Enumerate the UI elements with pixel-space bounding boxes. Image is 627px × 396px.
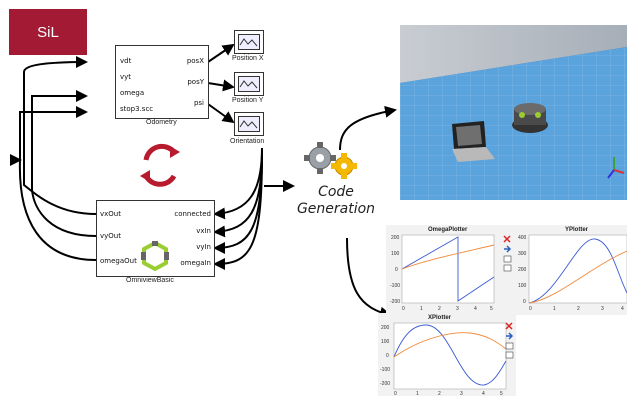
reset-icon bbox=[503, 264, 512, 272]
ytick: 100 bbox=[381, 339, 390, 345]
omni-output-vx: vxOut bbox=[100, 210, 121, 218]
odometry-block[interactable]: vdt vyt omega stop3.scc posX posY psi bbox=[115, 45, 209, 119]
ytick: 100 bbox=[518, 283, 527, 289]
scope-waveform-icon bbox=[239, 120, 258, 129]
odometry-input-stop: stop3.scc bbox=[120, 105, 154, 113]
scope-position-x[interactable] bbox=[234, 30, 264, 54]
ytick: 200 bbox=[518, 267, 527, 273]
series-orange bbox=[393, 332, 507, 358]
arrow-icon bbox=[504, 245, 512, 253]
scope-waveform-icon bbox=[239, 80, 258, 89]
xtick: 3 bbox=[456, 306, 459, 312]
y-plot: 400 300 200 100 0 0 1 2 3 4 bbox=[518, 234, 627, 312]
xtick: 1 bbox=[420, 306, 423, 312]
xtick: 1 bbox=[553, 306, 556, 312]
omni-block[interactable]: vxOut vyOut omegaOut connected vxIn vyIn… bbox=[96, 200, 215, 277]
omni-input-vx: vxIn bbox=[196, 227, 211, 235]
odometry-output-psi: psi bbox=[193, 99, 204, 107]
close-icon bbox=[503, 235, 511, 243]
scope-orientation[interactable] bbox=[234, 112, 264, 136]
plot-toolbar[interactable] bbox=[503, 235, 513, 275]
plot-title-x: XPlotter bbox=[428, 315, 452, 321]
laptop-model bbox=[452, 121, 495, 162]
loop-vx bbox=[23, 56, 97, 215]
reset-icon bbox=[505, 351, 514, 359]
omega-plot: 200 100 0 -100 -200 0 1 2 3 4 5 bbox=[390, 234, 495, 312]
odometry-title: Odometry bbox=[146, 119, 177, 126]
xtick: 2 bbox=[438, 306, 441, 312]
series-blue bbox=[401, 236, 495, 302]
ytick: -200 bbox=[380, 381, 390, 387]
cycle-icon bbox=[143, 143, 177, 187]
ytick: 0 bbox=[386, 353, 389, 359]
ytick: -200 bbox=[390, 299, 400, 305]
x-plot: 200 100 0 -100 -200 0 1 2 3 4 5 bbox=[380, 322, 507, 396]
xtick: 1 bbox=[416, 391, 419, 396]
xtick: 0 bbox=[529, 306, 532, 312]
series-blue bbox=[528, 238, 627, 304]
ytick: -100 bbox=[380, 367, 390, 373]
scope-label-x: Position X bbox=[232, 55, 264, 62]
robot-model bbox=[512, 103, 548, 133]
save-icon bbox=[505, 342, 514, 350]
xtick: 4 bbox=[482, 391, 485, 396]
ytick: 100 bbox=[391, 251, 400, 257]
odometry-input-omega: omega bbox=[120, 89, 145, 97]
codegen-line2: Generation bbox=[296, 201, 376, 217]
arrow-icon bbox=[506, 332, 514, 340]
xtick: 0 bbox=[394, 391, 397, 396]
codegen-line1: Code bbox=[318, 184, 354, 200]
series-blue bbox=[393, 324, 507, 386]
scope-waveform-icon bbox=[239, 38, 258, 47]
xtick: 4 bbox=[474, 306, 477, 312]
xtick: 4 bbox=[621, 306, 624, 312]
loop-omega bbox=[13, 158, 97, 261]
omni-input-omega: omegaIn bbox=[180, 259, 211, 267]
axes-gizmo-icon bbox=[607, 157, 625, 179]
ytick: 0 bbox=[395, 267, 398, 273]
ytick: 200 bbox=[391, 235, 400, 241]
simulator-view bbox=[400, 25, 627, 200]
series-orange bbox=[401, 244, 495, 270]
xtick: 2 bbox=[438, 391, 441, 396]
codegen-caption: Code Generation bbox=[290, 184, 382, 218]
loop-vy bbox=[31, 90, 97, 237]
omni-output-omega: omegaOut bbox=[100, 257, 137, 265]
ytick: 400 bbox=[518, 235, 527, 241]
xtick: 3 bbox=[460, 391, 463, 396]
odometry-output-posx: posX bbox=[186, 57, 204, 65]
gears-icon bbox=[304, 142, 357, 179]
odometry-input-vyt: vyt bbox=[120, 73, 132, 81]
xtick: 5 bbox=[500, 391, 503, 396]
xtick: 3 bbox=[601, 306, 604, 312]
plot-title-omega: OmegaPlotter bbox=[428, 227, 468, 233]
sil-label: SiL bbox=[37, 23, 59, 41]
omni-input-connected: connected bbox=[174, 210, 211, 218]
omni-title: OmniviewBasic bbox=[126, 277, 174, 284]
scope-label-y: Position Y bbox=[232, 97, 264, 104]
close-icon bbox=[505, 322, 513, 330]
scope-label-orientation: Orientation bbox=[230, 138, 265, 145]
plot-toolbar[interactable] bbox=[505, 322, 515, 362]
series-orange bbox=[528, 250, 627, 304]
ytick: 300 bbox=[518, 251, 527, 257]
sil-badge: SiL bbox=[9, 9, 87, 55]
scope-position-y[interactable] bbox=[234, 72, 264, 96]
ytick: 0 bbox=[523, 299, 526, 305]
xtick: 5 bbox=[490, 306, 493, 312]
omni-output-vy: vyOut bbox=[100, 232, 121, 240]
plot-title-y: YPlotter bbox=[565, 227, 589, 233]
ytick: 200 bbox=[381, 325, 390, 331]
odometry-output-posy: posY bbox=[187, 78, 204, 86]
odometry-input-vdt: vdt bbox=[120, 57, 132, 65]
xtick: 2 bbox=[577, 306, 580, 312]
xtick: 0 bbox=[402, 306, 405, 312]
omni-input-vy: vyIn bbox=[196, 243, 211, 251]
ytick: -100 bbox=[390, 283, 400, 289]
robot-wheel-icon bbox=[141, 241, 169, 271]
save-icon bbox=[503, 255, 512, 263]
